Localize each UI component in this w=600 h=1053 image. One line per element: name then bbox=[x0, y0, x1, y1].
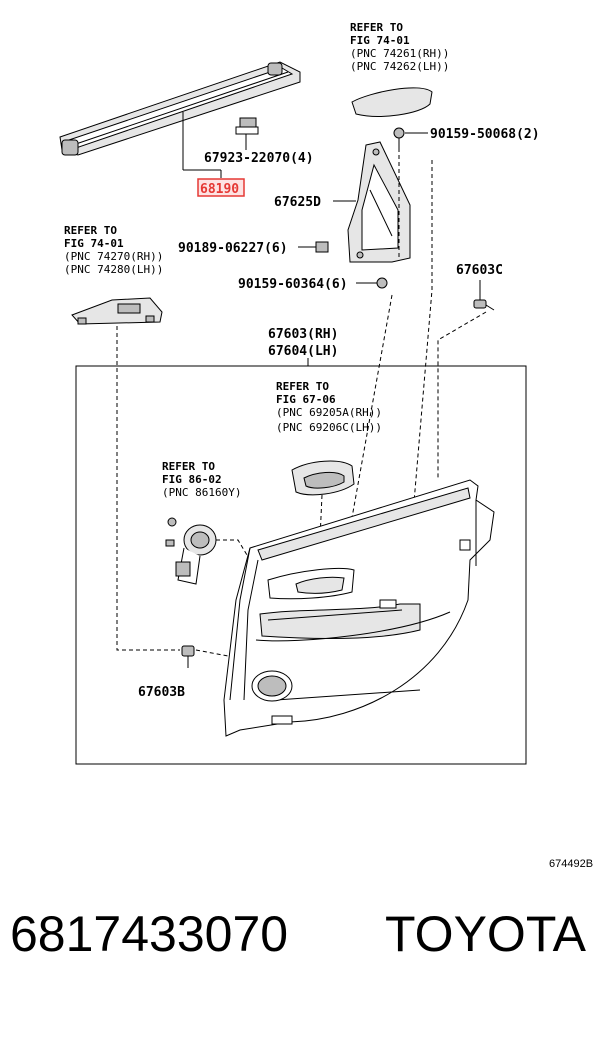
door-trim-panel bbox=[223, 479, 495, 737]
part-label-67603c[interactable]: 67603C bbox=[456, 263, 503, 278]
inner-handle-part bbox=[291, 460, 355, 496]
part-label-67603-rh[interactable]: 67603(RH) bbox=[268, 327, 338, 342]
cover-piece-part bbox=[351, 87, 433, 117]
refer-note-74261[interactable]: REFER TO bbox=[350, 21, 403, 34]
svg-text:(PNC 74262(LH)): (PNC 74262(LH)) bbox=[350, 60, 449, 73]
door-trim-frame bbox=[75, 365, 527, 765]
part-label-90159-50068[interactable]: 90159-50068(2) bbox=[430, 127, 540, 142]
highlight-box bbox=[197, 178, 245, 197]
clip-67603b bbox=[181, 645, 195, 668]
svg-text:FIG 86-02: FIG 86-02 bbox=[162, 473, 222, 486]
part-label-90159-60364[interactable]: 90159-60364(6) bbox=[238, 277, 348, 292]
refer-note-69205a[interactable]: REFER TO bbox=[276, 380, 329, 393]
svg-text:(PNC 69205A(RH)): (PNC 69205A(RH)) bbox=[276, 406, 382, 419]
svg-text:(PNC 69206C(LH)): (PNC 69206C(LH)) bbox=[276, 421, 382, 434]
screw-90159-50068 bbox=[393, 127, 405, 148]
part-label-67604-lh[interactable]: 67604(LH) bbox=[268, 344, 338, 359]
clip-67923-part bbox=[235, 117, 259, 135]
svg-text:FIG 67-06: FIG 67-06 bbox=[276, 393, 336, 406]
svg-text:(PNC 74270(RH)): (PNC 74270(RH)) bbox=[64, 250, 163, 263]
svg-text:FIG 74-01: FIG 74-01 bbox=[350, 34, 410, 47]
speaker-part bbox=[165, 517, 217, 585]
switch-base-part bbox=[71, 297, 163, 325]
part-label-68190[interactable]: 68190 bbox=[200, 182, 239, 197]
part-label-67923[interactable]: 67923-22070(4) bbox=[204, 151, 314, 166]
svg-text:FIG 74-01: FIG 74-01 bbox=[64, 237, 124, 250]
weatherstrip-part bbox=[59, 61, 301, 156]
part-number: 6817433070 bbox=[10, 906, 289, 962]
footer-bar: 6817433070 TOYOTA bbox=[0, 905, 600, 995]
part-label-67603b[interactable]: 67603B bbox=[138, 685, 185, 700]
refer-note-86160y[interactable]: REFER TO bbox=[162, 460, 215, 473]
clip-90189 bbox=[315, 241, 329, 253]
refer-note-74270[interactable]: REFER TO bbox=[64, 224, 117, 237]
brand-name: TOYOTA bbox=[385, 906, 586, 962]
svg-text:(PNC 74280(LH)): (PNC 74280(LH)) bbox=[64, 263, 163, 276]
svg-text:(PNC 74261(RH)): (PNC 74261(RH)) bbox=[350, 47, 449, 60]
clip-67603c bbox=[473, 299, 495, 311]
part-label-67625d[interactable]: 67625D bbox=[274, 195, 321, 210]
svg-text:(PNC 86160Y): (PNC 86160Y) bbox=[162, 486, 241, 499]
figure-code: 674492B bbox=[549, 858, 593, 870]
bracket-67625d-part bbox=[347, 141, 411, 263]
part-label-90189-06227[interactable]: 90189-06227(6) bbox=[178, 241, 288, 256]
